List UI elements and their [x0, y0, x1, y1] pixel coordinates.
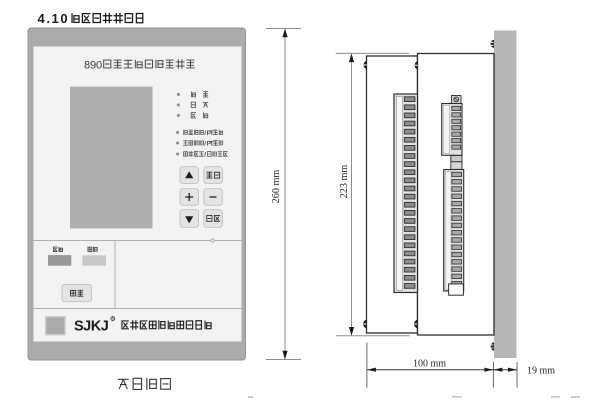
svg-text:R: R	[112, 317, 115, 321]
svg-text:P: P	[207, 130, 212, 137]
svg-text:9: 9	[90, 60, 96, 72]
svg-text:/: /	[204, 141, 206, 148]
svg-text:8: 8	[84, 60, 90, 72]
svg-text:P: P	[207, 141, 212, 148]
svg-text:/: /	[204, 130, 206, 137]
svg-text:T: T	[210, 141, 214, 148]
svg-text:0: 0	[96, 60, 102, 72]
svg-text:100 mm: 100 mm	[413, 359, 446, 370]
svg-text:260 mm: 260 mm	[271, 170, 282, 204]
svg-text:223 mm: 223 mm	[339, 165, 350, 199]
svg-text:19 mm: 19 mm	[527, 365, 555, 376]
svg-text:/: /	[204, 152, 206, 159]
svg-text:4.10: 4.10	[38, 11, 70, 26]
svg-text:SJKJ: SJKJ	[74, 319, 109, 335]
svg-text:T: T	[210, 130, 214, 137]
